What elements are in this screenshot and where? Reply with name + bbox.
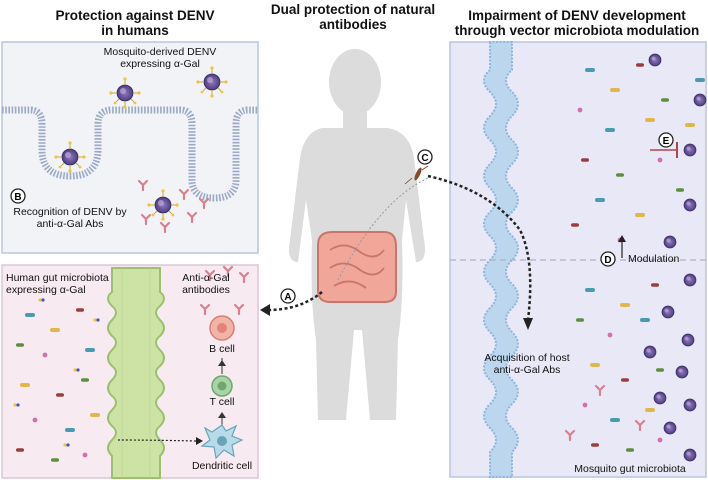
svg-text:D: D — [604, 255, 611, 266]
acquisition-line1: Acquisition of host — [484, 352, 570, 364]
mosquito-denv-line1: Mosquito-derived DENV — [103, 46, 217, 58]
b-cell-label: B cell — [209, 343, 235, 355]
mosquito-icon — [404, 165, 429, 185]
acquisition-label: Acquisition of host anti-α-Gal Abs — [468, 352, 586, 376]
mosquito-denv-label: Mosquito-derived DENV expressing α-Gal — [90, 46, 230, 70]
left-title: Protection against DENV in humans — [40, 8, 230, 38]
svg-text:A: A — [284, 292, 291, 303]
antibodies-line1: Anti-α-Gal — [182, 272, 230, 284]
antibodies-label: Anti-α-Gal antibodies — [168, 272, 244, 296]
marker-a: A — [280, 288, 296, 304]
recognition-line1: Recognition of DENV by — [13, 206, 127, 218]
right-title-line2: through vector microbiota modulation — [454, 23, 700, 38]
antibodies-line2: antibodies — [182, 284, 230, 296]
center-title-line2: antibodies — [319, 17, 387, 32]
right-title: Impairment of DENV development through v… — [448, 8, 706, 38]
t-cell-label: T cell — [209, 396, 235, 408]
svg-text:B: B — [14, 192, 21, 203]
marker-e: E — [658, 132, 674, 148]
recognition-label: Recognition of DENV by anti-α-Gal Abs — [6, 206, 134, 230]
gut-line1: Human gut microbiota — [6, 272, 109, 284]
dendritic-cell-shape — [200, 424, 244, 460]
gut-line2: expressing α-Gal — [6, 284, 86, 296]
svg-text:E: E — [663, 136, 670, 147]
marker-d: D — [600, 251, 616, 267]
recognition-line2: anti-α-Gal Abs — [36, 218, 104, 230]
right-title-line1: Impairment of DENV development — [468, 8, 686, 23]
center-title: Dual protection of natural antibodies — [258, 2, 448, 32]
top-left-panel — [1, 41, 259, 254]
marker-c: C — [417, 149, 433, 165]
acquisition-line2: anti-α-Gal Abs — [493, 364, 561, 376]
left-title-line2: in humans — [101, 23, 169, 38]
mosquito-gut-label: Mosquito gut microbiota — [574, 463, 686, 475]
marker-b: B — [10, 188, 26, 204]
left-title-line1: Protection against DENV — [55, 8, 215, 23]
svg-text:C: C — [421, 153, 428, 164]
modulation-label: Modulation — [628, 253, 680, 265]
bottom-left-panel — [1, 264, 259, 479]
right-panel — [449, 41, 707, 478]
mosquito-denv-line2: expressing α-Gal — [120, 58, 200, 70]
dendritic-cell-label: Dendritic cell — [191, 460, 253, 472]
gut-microbiota-label: Human gut microbiota expressing α-Gal — [6, 272, 136, 296]
center-title-line1: Dual protection of natural — [270, 2, 436, 17]
intestine — [317, 231, 397, 303]
